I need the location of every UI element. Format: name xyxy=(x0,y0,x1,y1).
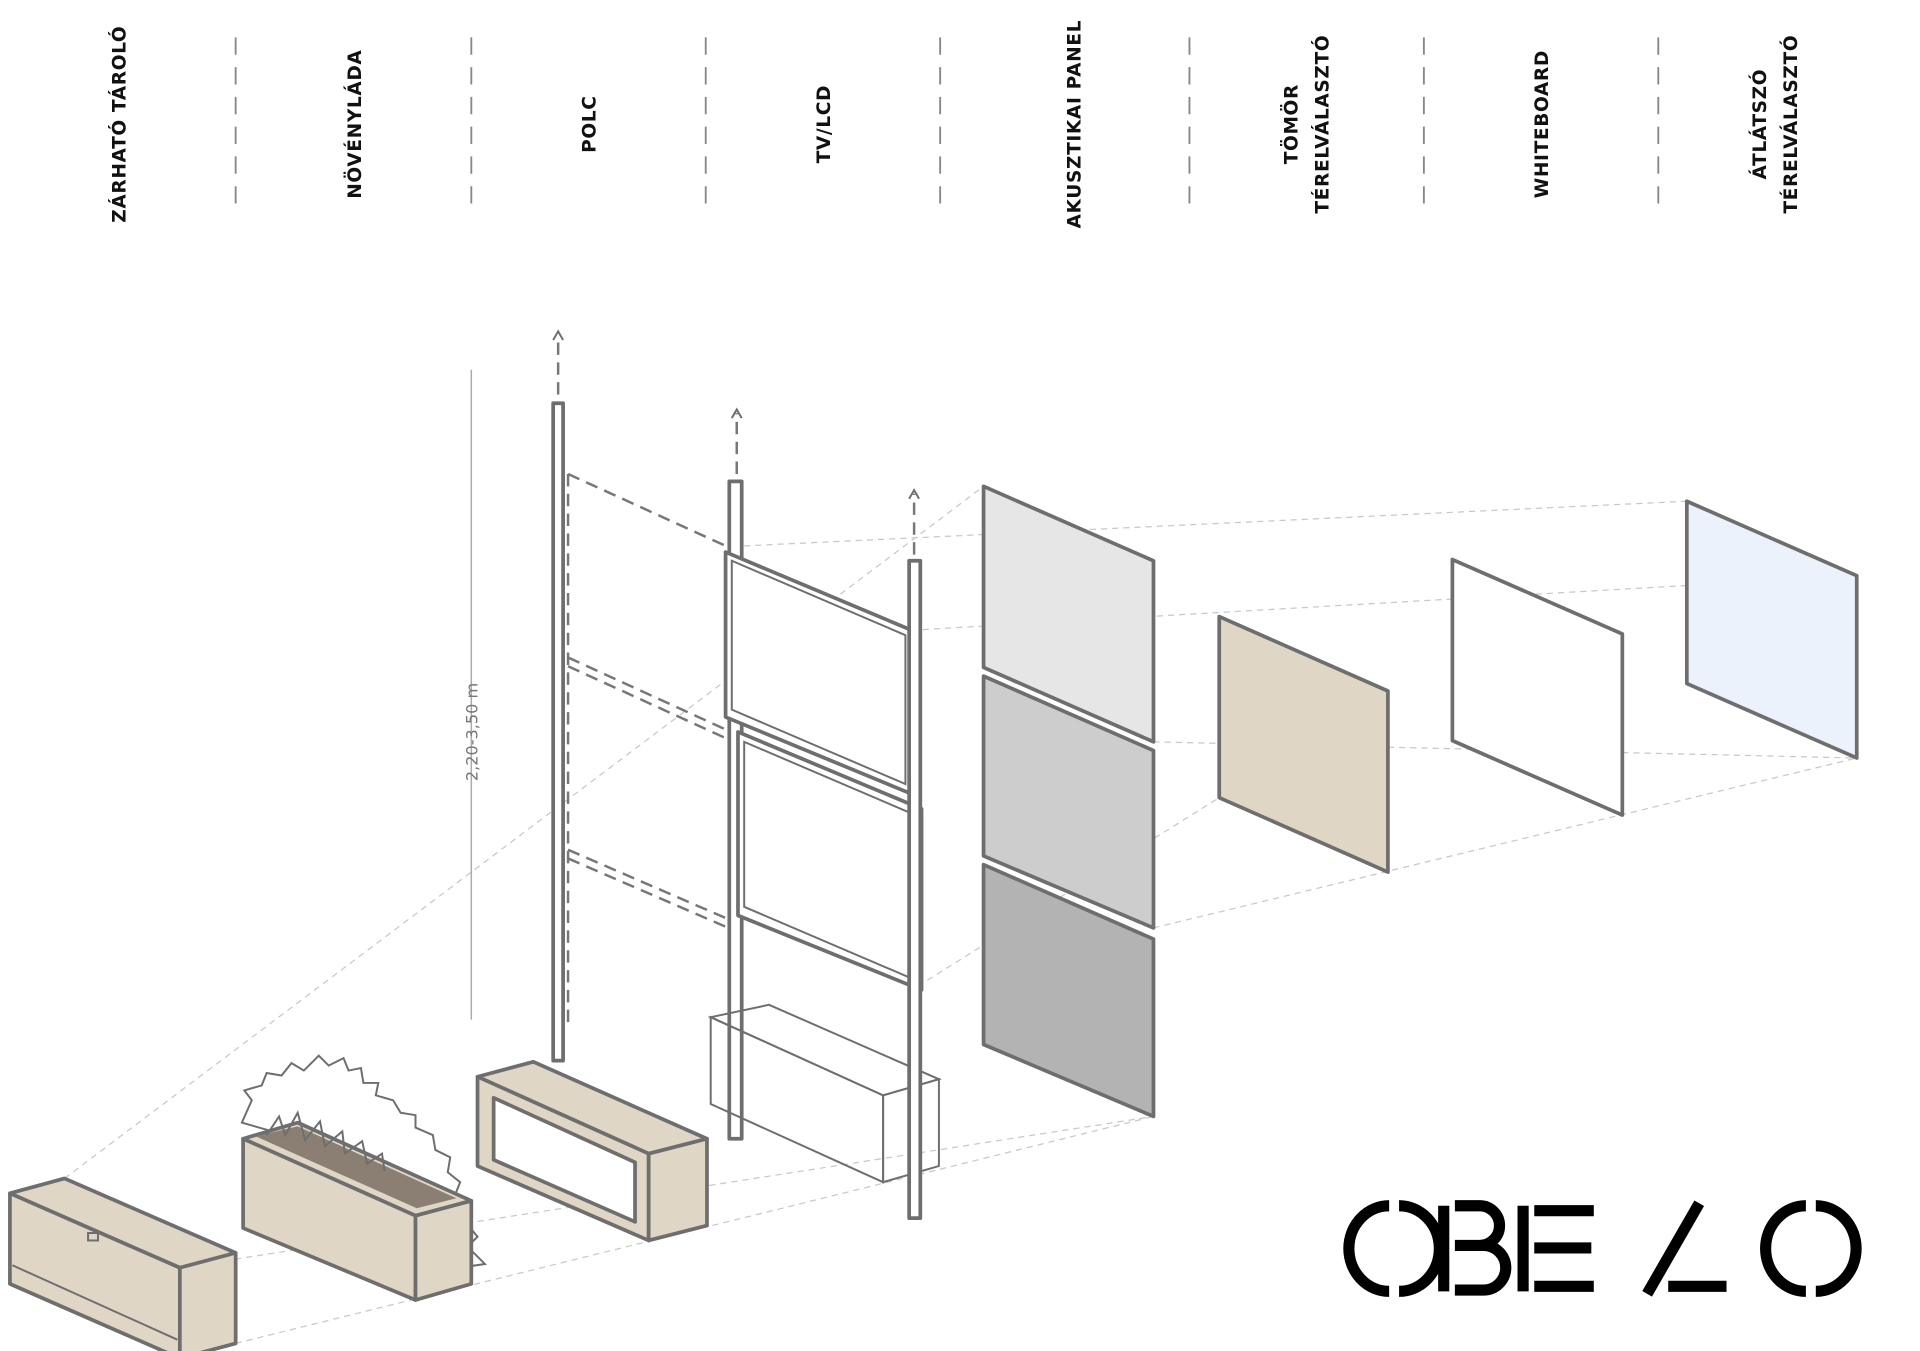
lockable-storage-box xyxy=(8,1176,238,1351)
label-planter: NÖVÉNYLÁDA xyxy=(342,50,366,199)
label-lockable-storage: ZÁRHATÓ TÁROLÓ xyxy=(106,26,130,223)
label-separators xyxy=(234,37,1660,209)
shelf-pole xyxy=(551,401,565,1063)
label-tv-lcd: TV/LCD xyxy=(814,85,835,164)
height-dimension-label: 2,20-3,50 m xyxy=(463,683,482,781)
label-shelf: POLC xyxy=(579,95,600,152)
label-transparent-divider-1: ÁTLÁTSZÓ xyxy=(1747,69,1771,180)
transparent-divider-panel xyxy=(1684,499,1859,760)
label-solid-divider-1: TÖMÖR xyxy=(1278,84,1302,164)
obelo-logo xyxy=(1343,1200,1862,1297)
planter-box xyxy=(240,1054,488,1302)
label-acoustic-panel: AKUSZTIKAI PANEL xyxy=(1064,20,1085,229)
label-transparent-divider-2: TÉRELVÁLASZTÓ xyxy=(1778,35,1802,214)
lock-icon xyxy=(87,1232,99,1242)
whiteboard-panel xyxy=(1450,557,1625,817)
solid-divider-panel xyxy=(1217,614,1390,874)
height-dimension: 2,20-3,50 m xyxy=(463,369,482,1020)
category-labels: ZÁRHATÓ TÁROLÓ NÖVÉNYLÁDA POLC TV/LCD AK… xyxy=(106,20,1802,229)
arrow-up-icon xyxy=(908,488,920,500)
arrow-up-icon xyxy=(730,407,743,419)
label-solid-divider-2: TÉRELVÁLASZTÓ xyxy=(1309,35,1333,214)
tv-pole-right xyxy=(907,558,923,1220)
shelf-unit xyxy=(475,329,727,1243)
acoustic-panels xyxy=(981,484,1156,1119)
tv-lcd-unit xyxy=(707,407,942,1220)
label-whiteboard: WHITEBOARD xyxy=(1532,50,1553,198)
arrow-up-icon xyxy=(552,329,564,341)
